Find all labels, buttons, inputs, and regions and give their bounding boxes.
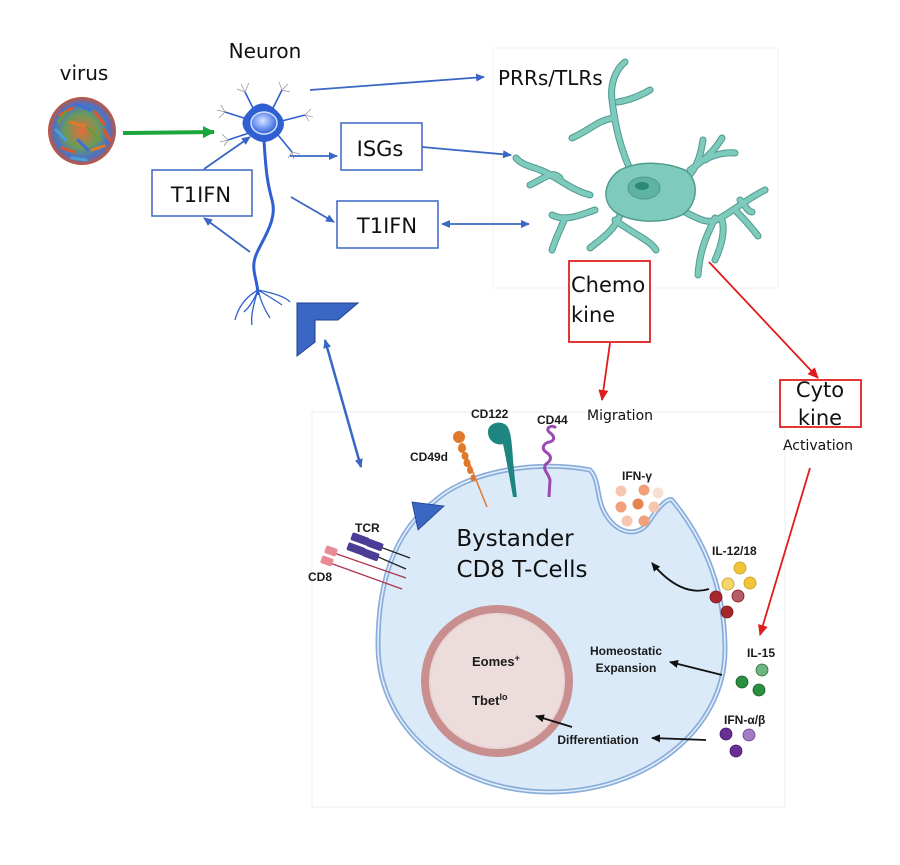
chemokine-label-line1: Chemo [571, 273, 645, 297]
il12-18-label: IL-12/18 [712, 544, 757, 558]
tcell-receptor-triangle-icon [411, 501, 445, 531]
chemokine-to-migration-arrow [598, 342, 611, 401]
isgs-to-microglia-arrow [421, 146, 512, 159]
virus-icon [48, 97, 116, 165]
t1ifn-left-box [151, 169, 253, 217]
cd49d-receptor-icon [453, 431, 488, 508]
prrs-tlrs-label: PRRs/TLRs [498, 66, 603, 90]
isgs-label: ISGs [357, 137, 404, 161]
ifn-ab-particles [719, 727, 756, 758]
cell-title-line1: Bystander [456, 526, 574, 552]
differentiation-label: Differentiation [557, 733, 638, 747]
cd122-label: CD122 [471, 407, 509, 421]
ifn-ab-to-differentiation-arrow [651, 734, 707, 743]
cd122-receptor-icon [488, 422, 517, 497]
neuron-label: Neuron [229, 39, 302, 63]
migration-label: Migration [587, 408, 653, 424]
homeostatic-label-line1: Homeostatic [590, 644, 662, 658]
cytokine-label-line2: kine [798, 406, 842, 430]
neuron-to-t1ifn-left-arrow [203, 217, 251, 253]
t1ifn-left-label: T1IFN [170, 183, 231, 207]
il15-to-homeostatic-arrow [669, 660, 723, 676]
nucleus-inner-ring [429, 613, 565, 749]
homeostatic-label-line2: Expansion [596, 661, 657, 675]
microglia-icon [512, 58, 769, 279]
tcr-label: TCR [355, 521, 380, 535]
microglia-to-cytokine-arrow [708, 261, 819, 379]
il15-particles [735, 663, 769, 697]
cd8-label: CD8 [308, 570, 332, 584]
t1ifn-to-neuron-arrow [203, 136, 251, 170]
ifn-gamma-granules [615, 484, 664, 527]
virus-label: virus [60, 61, 109, 85]
neuron-to-t1ifn-right-arrow [290, 196, 335, 223]
tbet-label: Tbetlo [472, 692, 508, 708]
activation-to-il15-arrow [758, 467, 811, 636]
activation-label: Activation [783, 438, 853, 454]
cytokine-box [779, 379, 862, 428]
cell-title-line2: CD8 T-Cells [457, 557, 588, 583]
cytokine-label-line1: Cyto [796, 378, 844, 402]
tcr-receptor-icon [346, 532, 411, 570]
differentiation-to-nucleus-arrow [535, 714, 573, 728]
cd44-receptor-icon [541, 424, 558, 498]
neuron-icon [216, 81, 314, 326]
chemokine-label-line2: kine [571, 303, 615, 327]
ifn-gamma-label: IFN-γ [622, 469, 652, 483]
neuron-receptor-icon [296, 302, 360, 358]
il12-18-particles [709, 561, 757, 619]
ifn-ab-label: IFN-α/β [724, 713, 765, 727]
cd8-receptor-icon [320, 545, 407, 590]
il15-label: IL-15 [747, 646, 775, 660]
t1ifn-right-box [336, 200, 439, 249]
il12-to-ifn-gamma-arrow [651, 562, 710, 592]
cd44-label: CD44 [537, 413, 568, 427]
virus-to-neuron-arrow [122, 126, 215, 139]
cd49d-label: CD49d [410, 450, 448, 464]
eomes-label: Eomes+ [472, 653, 520, 669]
isgs-box [340, 122, 423, 171]
neuron-to-prrs-arrow [309, 73, 485, 91]
nucleus [421, 605, 573, 757]
t1ifn-right-label: T1IFN [356, 214, 417, 238]
receptor-tcell-double-arrow [323, 339, 363, 468]
chemokine-box [568, 260, 651, 343]
